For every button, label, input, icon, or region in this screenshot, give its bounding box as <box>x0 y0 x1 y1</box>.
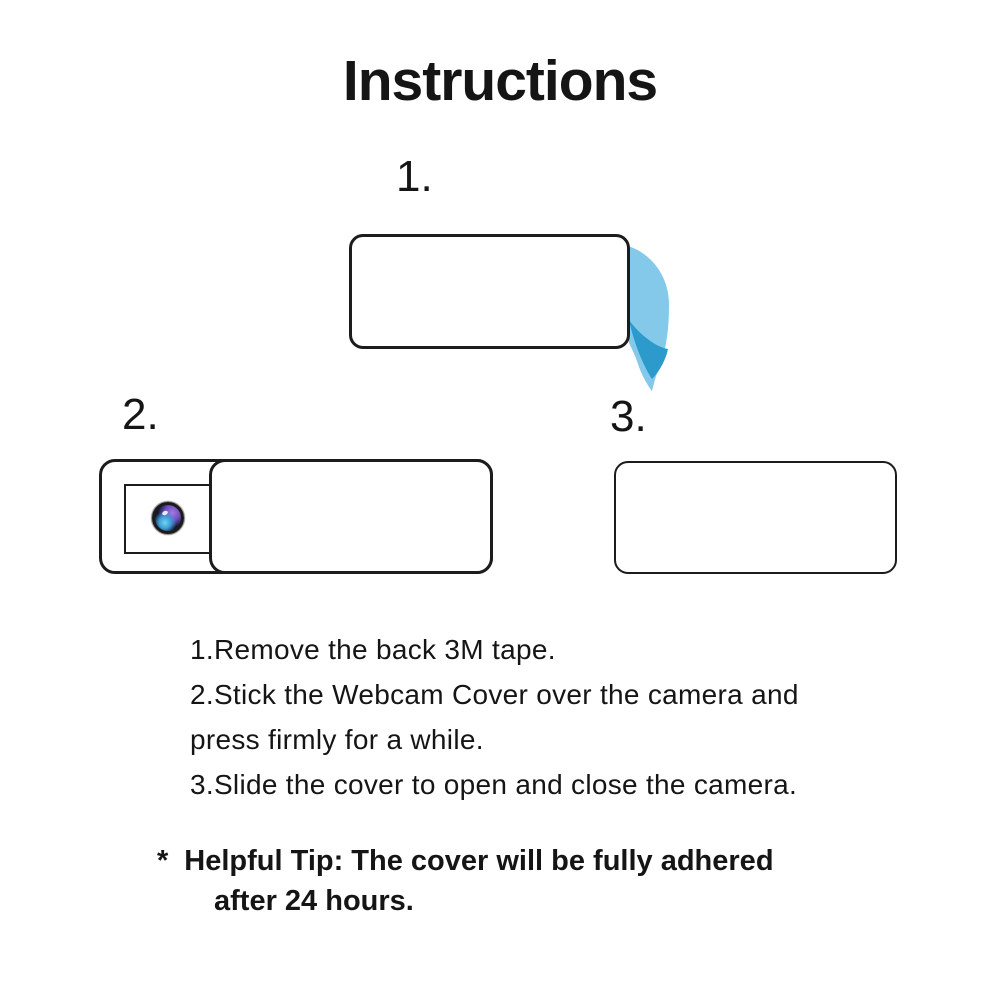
camera-lens-icon <box>152 502 184 534</box>
instruction-line-4: 3.Slide the cover to open and close the … <box>190 769 798 800</box>
instruction-line-2: 2.Stick the Webcam Cover over the camera… <box>190 679 799 710</box>
asterisk-marker: * <box>157 845 169 877</box>
tape-curl <box>629 320 668 379</box>
peeling-tape-icon <box>628 246 669 391</box>
step-2-number: 2. <box>122 390 159 439</box>
helpful-tip-line-1: * Helpful Tip: The cover will be fully a… <box>157 845 774 878</box>
step-2-slider-outline <box>209 459 493 574</box>
step-3-number: 3. <box>610 392 647 441</box>
step-1-number: 1. <box>396 152 433 201</box>
step-3-cover-outline <box>614 461 897 574</box>
helpful-tip-line-2: after 24 hours. <box>214 885 414 917</box>
lens-glint <box>161 509 169 517</box>
instruction-line-1: 1.Remove the back 3M tape. <box>190 634 556 665</box>
page-title: Instructions <box>342 49 658 113</box>
step-1-cover-outline <box>349 234 630 349</box>
instruction-line-3: press firmly for a while. <box>190 724 484 755</box>
helpful-tip-text: Helpful Tip: The cover will be fully adh… <box>184 845 774 877</box>
